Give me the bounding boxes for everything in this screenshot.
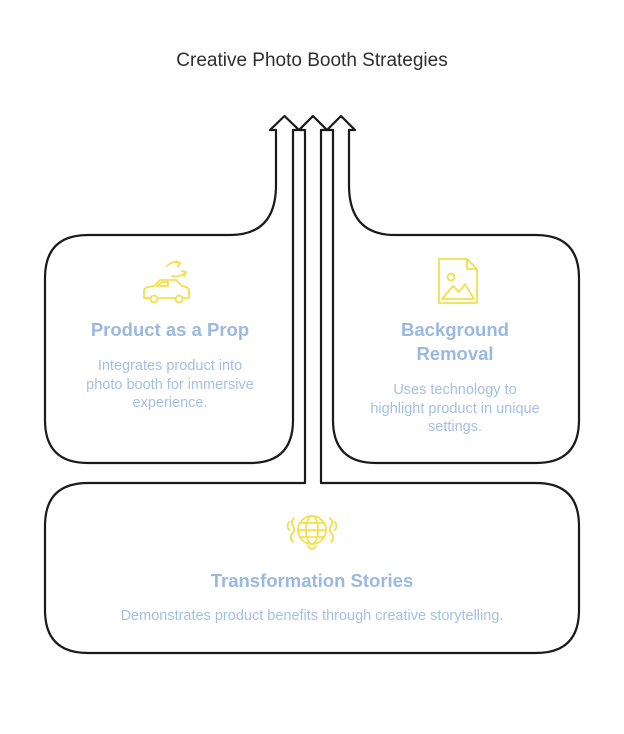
card-description-product-as-prop: Integrates product into photo booth for … (86, 358, 254, 411)
image-file-icon (438, 258, 478, 304)
left-arrow-outline (43, 114, 301, 465)
card-description-transformation-stories: Demonstrates product benefits through cr… (120, 608, 504, 624)
card-description-background-removal: Uses technology to highlight product in … (370, 382, 540, 435)
bottom-arrow-outline (43, 114, 581, 655)
diagram-title: Creative Photo Booth Strategies (176, 50, 448, 71)
card-heading-background-removal: Background Removal (401, 319, 509, 364)
card-heading-transformation-stories: Transformation Stories (210, 570, 414, 591)
globe-waves-icon (286, 515, 338, 550)
car-arrows-icon (143, 260, 190, 304)
card-heading-product-as-prop: Product as a Prop (90, 319, 250, 340)
right-arrow-outline (325, 114, 581, 465)
